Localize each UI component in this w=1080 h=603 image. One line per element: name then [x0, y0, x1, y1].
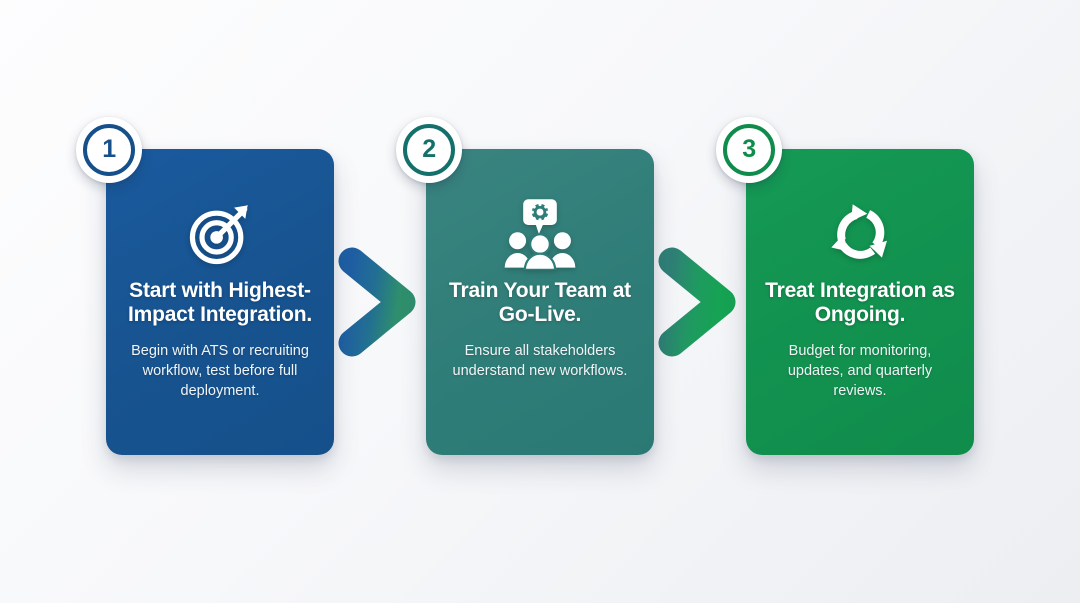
connector-arrow-2 [654, 247, 746, 357]
step-title-1: Start with Highest-Impact Integration. [127, 278, 313, 327]
step-description-1: Begin with ATS or recruiting workflow, t… [131, 343, 309, 400]
step-card-2: 2 [396, 116, 654, 455]
step-title-3: Treat Integration as Ongoing. [765, 278, 955, 327]
target-arrow-icon [184, 195, 256, 273]
step-badge-ring-1: 1 [83, 123, 135, 176]
step-number-3: 3 [742, 135, 756, 163]
step-description-3: Budget for monitoring, updates, and quar… [787, 343, 933, 400]
step-card-3: 3 Treat Integration as Ongoing. Bud [716, 116, 974, 455]
step-description-2: Ensure all stakeholders understand new w… [452, 343, 628, 380]
step-number-1: 1 [102, 135, 116, 163]
step-title-2: Train Your Team at Go-Live. [449, 278, 631, 327]
step-number-2: 2 [422, 135, 436, 163]
step-card-1: 1 Start with Highest-Impact Integration.… [76, 116, 334, 455]
connector-arrow-1 [334, 247, 426, 357]
recycle-loop-icon [823, 195, 897, 273]
step-badge-1: 1 [76, 116, 142, 183]
step-badge-ring-2: 2 [403, 123, 455, 176]
step-badge-2: 2 [396, 116, 462, 183]
team-gear-speech-bubble-icon [503, 195, 577, 273]
step-badge-3: 3 [716, 116, 782, 183]
step-badge-ring-3: 3 [723, 123, 775, 176]
